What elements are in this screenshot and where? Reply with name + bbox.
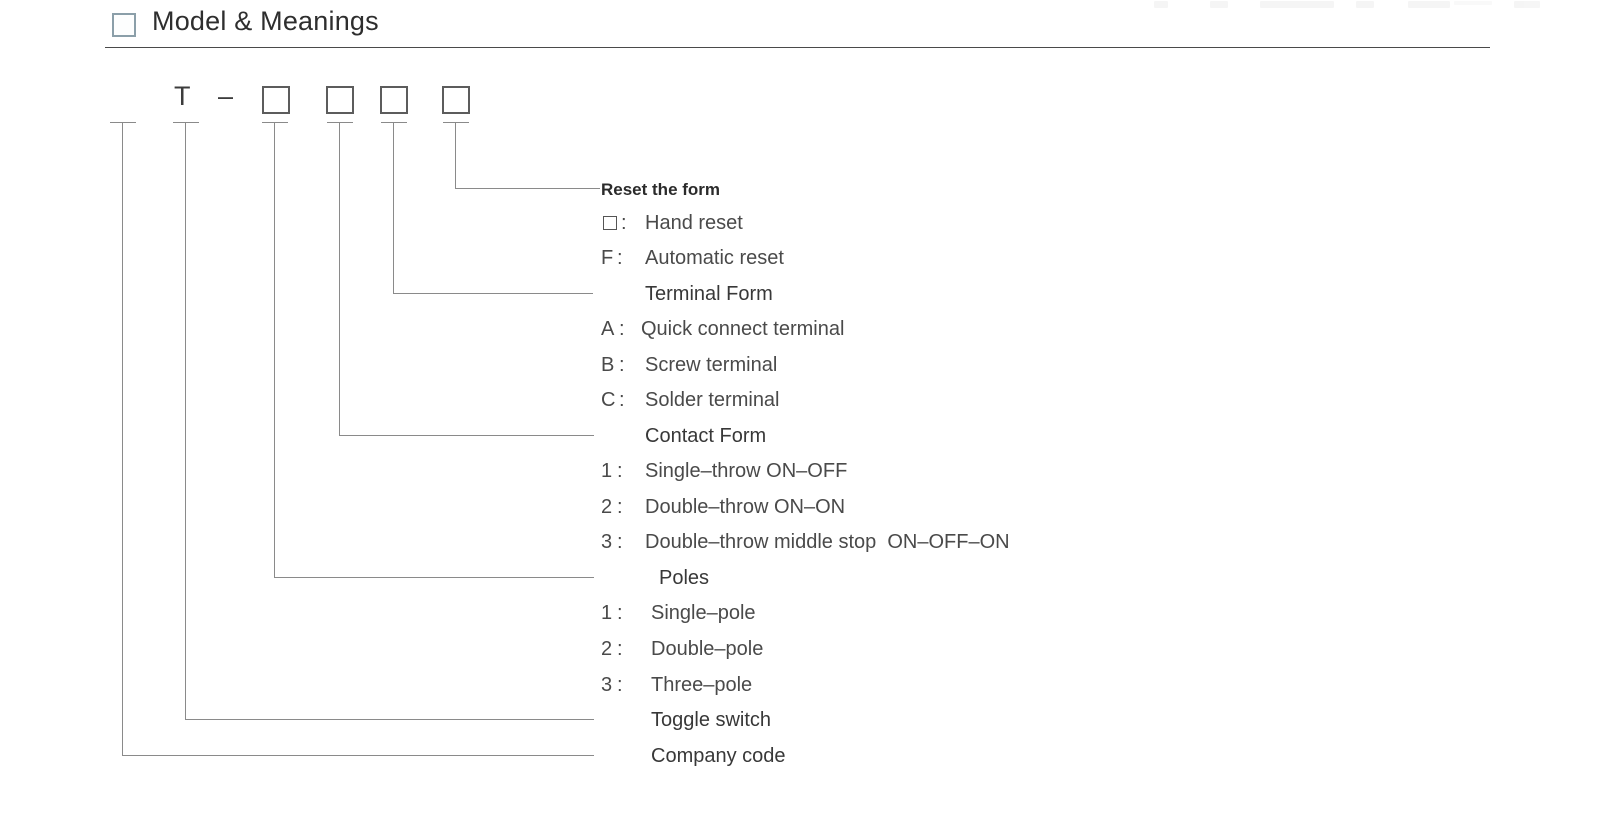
leader-hline-terminal: [393, 293, 593, 294]
leader-hline-company: [122, 755, 594, 756]
legend-heading-poles: Poles: [659, 567, 710, 589]
leader-vline-contact: [339, 122, 340, 435]
leader-hline-poles: [274, 577, 594, 578]
leader-vline-reset: [455, 122, 456, 188]
legend-sep-poles-3: :: [617, 674, 623, 696]
legend-option-reset-auto: Automatic reset: [645, 247, 784, 269]
leader-tick-poles: [262, 122, 288, 123]
model-code-box-1[interactable]: [262, 86, 290, 114]
header-divider: [105, 47, 1490, 48]
leader-vline-poles: [274, 122, 275, 577]
leader-vline-company: [122, 122, 123, 755]
leader-vline-toggle: [185, 122, 186, 719]
leader-tick-toggle: [173, 122, 199, 123]
leader-tick-contact: [327, 122, 353, 123]
legend-sep-terminal-b: :: [619, 354, 625, 376]
model-code-box-3[interactable]: [380, 86, 408, 114]
legend-sep-contact-3: :: [617, 531, 623, 553]
leader-tick-terminal: [381, 122, 407, 123]
leader-hline-contact: [339, 435, 594, 436]
legend-option-terminal-c: Solder terminal: [645, 389, 780, 411]
page-header: Model & Meanings: [0, 0, 1600, 52]
legend-key-poles-2: 2: [601, 638, 613, 660]
legend-option-terminal-b: Screw terminal: [645, 354, 778, 376]
legend-sep-terminal-c: :: [619, 389, 625, 411]
leader-hline-reset: [455, 188, 600, 189]
legend-option-contact-3: Double–throw middle stop ON–OFF–ON: [645, 531, 1010, 553]
model-code-box-4[interactable]: [442, 86, 470, 114]
legend-option-poles-3: Three–pole: [651, 674, 753, 696]
legend-key-reset-hand: :: [621, 212, 627, 234]
legend-key-terminal-b: B: [601, 354, 615, 376]
legend-option-poles-2: Double–pole: [651, 638, 764, 660]
leader-hline-toggle: [185, 719, 594, 720]
page-title: Model & Meanings: [152, 6, 379, 36]
legend-heading-reset-form: Reset the form: [601, 180, 721, 199]
legend-sep-reset-auto: :: [617, 247, 623, 269]
legend-heading-company-code: Company code: [651, 745, 786, 767]
legend-option-poles-1: Single–pole: [651, 602, 756, 624]
legend-sep-poles-2: :: [617, 638, 623, 660]
scan-artifact: [1150, 0, 1570, 12]
legend-sep-contact-2: :: [617, 496, 623, 518]
legend-heading-contact-form: Contact Form: [645, 425, 767, 447]
legend-key-contact-1: 1: [601, 460, 613, 482]
legend-key-reset-auto: F: [601, 247, 614, 269]
legend-sep-terminal-a: :: [619, 318, 625, 340]
model-code-letter-T: T: [174, 81, 191, 111]
legend-key-terminal-a: A: [601, 318, 615, 340]
leader-tick-reset: [443, 122, 469, 123]
leader-vline-terminal: [393, 122, 394, 293]
checkbox-empty-icon: [112, 13, 136, 37]
hand-reset-box-icon: [603, 216, 617, 230]
legend-heading-terminal-form: Terminal Form: [645, 283, 773, 305]
legend-key-contact-2: 2: [601, 496, 613, 518]
legend-key-contact-3: 3: [601, 531, 613, 553]
model-code-box-2[interactable]: [326, 86, 354, 114]
legend-option-contact-2: Double–throw ON–ON: [645, 496, 846, 518]
legend-heading-toggle-switch: Toggle switch: [651, 709, 772, 731]
model-code-dash: –: [218, 81, 234, 111]
legend-option-reset-hand: Hand reset: [645, 212, 743, 234]
legend-sep-contact-1: :: [617, 460, 623, 482]
legend-key-terminal-c: C: [601, 389, 616, 411]
legend-key-poles-3: 3: [601, 674, 613, 696]
leader-tick-company: [110, 122, 136, 123]
legend-sep-poles-1: :: [617, 602, 623, 624]
legend-option-contact-1: Single–throw ON–OFF: [645, 460, 848, 482]
legend-key-poles-1: 1: [601, 602, 613, 624]
legend-option-terminal-a: Quick connect terminal: [641, 318, 845, 340]
